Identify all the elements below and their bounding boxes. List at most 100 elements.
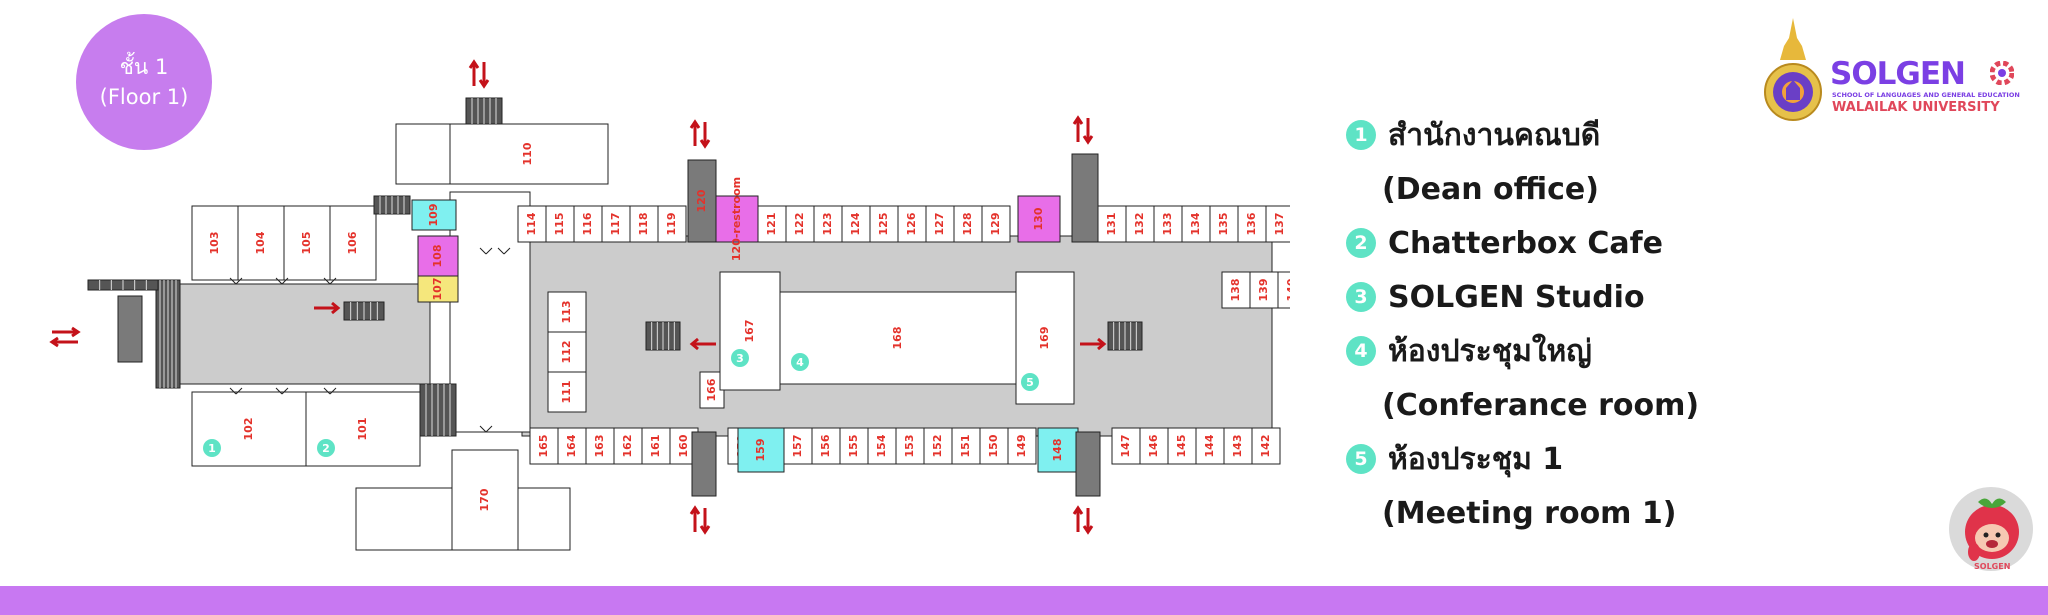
map-marker-1: 1 (203, 439, 221, 457)
map-marker-circle-1 (203, 439, 221, 457)
university-emblem-icon (1764, 18, 1822, 121)
legend-marker-5: 5 (1346, 444, 1376, 474)
east-inner-arrow (1080, 337, 1107, 351)
room-148 (1037, 427, 1079, 473)
room-153 (895, 427, 925, 465)
legend-item-5-sub: (Meeting room 1) (1346, 486, 1866, 540)
north-middle-arrows (689, 119, 711, 149)
map-marker-5: 5 (1021, 373, 1039, 391)
north-stair-arrows-up (468, 59, 480, 86)
room-111 (547, 371, 587, 413)
room-label-161: 161 (649, 435, 662, 458)
door-2 (323, 277, 337, 285)
legend-item-2: 2 Chatterbox Cafe (1346, 216, 1866, 270)
logo-brand: SOLGEN (1830, 56, 1966, 92)
room-label-122: 122 (793, 213, 806, 236)
room-109 (411, 199, 457, 231)
legend-item-4: 4 ห้องประชุมใหญ่ (1346, 324, 1866, 378)
legend-label-5: ห้องประชุม 1 (1388, 441, 1564, 477)
room-label-134: 134 (1189, 212, 1202, 235)
legend-marker-2: 2 (1346, 228, 1376, 258)
map-marker-circle-2 (317, 439, 335, 457)
room-128 (953, 205, 983, 243)
room-label-166: 166 (705, 378, 718, 401)
door-3 (229, 387, 243, 395)
legend-marker-1: 1 (1346, 120, 1376, 150)
room-label-114: 114 (525, 212, 538, 235)
room-label-169: 169 (1038, 327, 1051, 350)
door-4 (275, 387, 289, 395)
north-east-stair (1071, 153, 1099, 243)
door-8 (479, 425, 493, 433)
room-label-113: 113 (560, 301, 573, 324)
logo-flower-icon (1990, 61, 2014, 85)
room-label-156: 156 (819, 434, 832, 457)
legend-marker-3: 3 (1346, 282, 1376, 312)
room-label-163: 163 (593, 435, 606, 458)
room-129 (981, 205, 1011, 243)
room-label-146: 146 (1147, 434, 1160, 457)
south-annex-2 (517, 487, 571, 551)
room-150 (979, 427, 1009, 465)
map-marker-label-1: 1 (208, 442, 216, 455)
footer-bar (0, 586, 2048, 615)
room-145 (1167, 427, 1197, 465)
room-156 (811, 427, 841, 465)
south-west-stair (691, 431, 717, 497)
room-label-143: 143 (1231, 435, 1244, 458)
room-134 (1181, 205, 1211, 243)
room-label-102: 102 (242, 418, 255, 441)
room-label-157: 157 (791, 435, 804, 458)
legend-item-1-sub: (Dean office) (1346, 162, 1866, 216)
north-middle-arrows-up (689, 119, 701, 146)
room-label-164: 164 (565, 434, 578, 457)
legend-label-1-english: (Dean office) (1382, 171, 1599, 207)
room-label-125: 125 (877, 213, 890, 236)
room-label-151: 151 (959, 435, 972, 458)
room-label-154: 154 (875, 434, 888, 457)
room-label-132: 132 (1133, 213, 1146, 236)
room-122 (785, 205, 815, 243)
room-131 (1097, 205, 1127, 243)
mascot-label: SOLGEN (1974, 562, 2011, 571)
legend-label-4-english: (Conferance room) (1382, 387, 1700, 423)
room-119 (657, 205, 687, 243)
map-marker-circle-5 (1021, 373, 1039, 391)
room-140 (1277, 271, 1290, 309)
logo-tagline: SCHOOL OF LANGUAGES AND GENERAL EDUCATIO… (1832, 91, 2020, 99)
floor-badge-thai: ชั้น 1 (119, 55, 169, 79)
solgen-logo: SOLGEN SCHOOL OF LANGUAGES AND GENERAL E… (1762, 16, 2022, 126)
core-office (395, 123, 451, 185)
room-121 (757, 205, 787, 243)
room-label-137: 137 (1273, 213, 1286, 236)
south-east-arrows (1072, 505, 1094, 535)
floor-badge: ชั้น 1 (Floor 1) (76, 14, 212, 150)
room-107 (417, 275, 459, 303)
room-label-108: 108 (431, 245, 444, 268)
room-label-130: 130 (1032, 207, 1045, 230)
room-164 (557, 427, 587, 465)
north-east-arrows-up (1072, 115, 1084, 142)
map-marker-4: 4 (791, 353, 809, 371)
room-108 (417, 235, 459, 277)
room-115 (545, 205, 575, 243)
north-middle-arrows-down (699, 122, 711, 149)
room-label-119: 119 (665, 213, 678, 236)
legend-label-2: Chatterbox Cafe (1388, 225, 1663, 261)
map-marker-label-4: 4 (796, 356, 804, 369)
map-marker-2: 2 (317, 439, 335, 457)
south-west-arrows-up (689, 505, 701, 532)
room-label-115: 115 (553, 213, 566, 236)
room-label-162: 162 (621, 435, 634, 458)
room-154 (867, 427, 897, 465)
room-159 (737, 427, 785, 473)
west-entrance-arrows (49, 326, 81, 348)
room-label-116: 116 (581, 212, 594, 235)
legend-label-4: ห้องประชุมใหญ่ (1388, 333, 1592, 369)
room-105 (283, 205, 331, 281)
room-label-149: 149 (1015, 435, 1028, 458)
room-123 (813, 205, 843, 243)
map-marker-label-5: 5 (1026, 376, 1034, 389)
room-label-135: 135 (1217, 213, 1230, 236)
legend-item-5: 5 ห้องประชุม 1 (1346, 432, 1866, 486)
